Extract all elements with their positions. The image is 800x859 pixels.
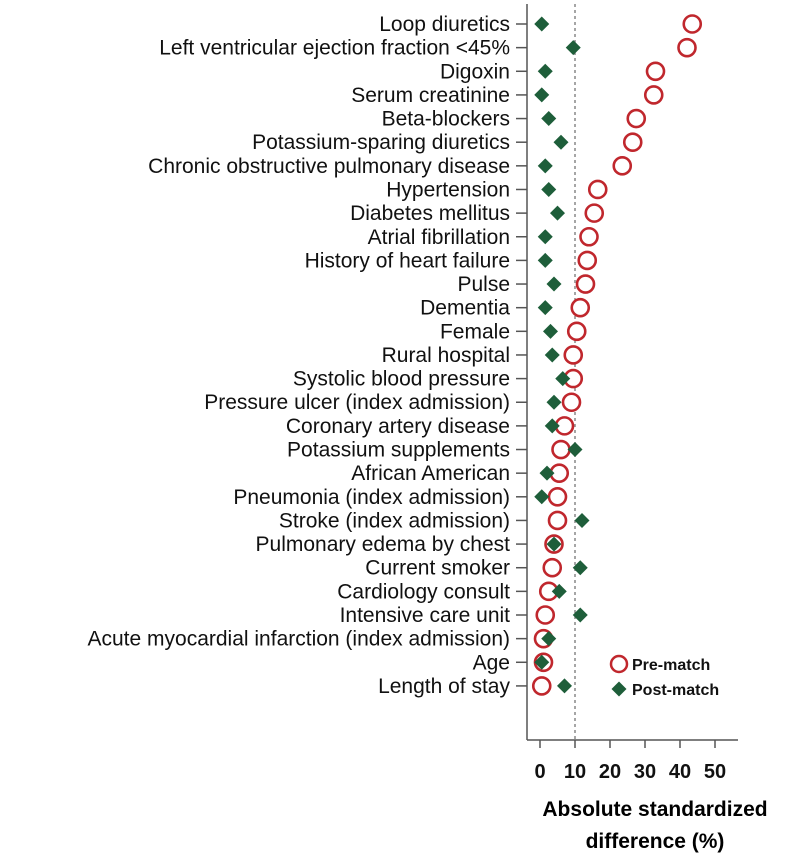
category-label: Left ventricular ejection fraction <45% — [159, 37, 510, 60]
pre-match-point — [547, 510, 568, 531]
category-label: Cardiology consult — [337, 580, 510, 603]
post-match-point — [557, 678, 572, 694]
post-match-point — [546, 276, 562, 292]
category-label: Length of stay — [378, 675, 510, 698]
legend-post-match-marker — [611, 681, 627, 697]
pre-match-point — [626, 108, 647, 129]
post-match-point — [541, 631, 557, 647]
pre-match-point — [645, 61, 666, 82]
x-tick-label: 40 — [669, 761, 691, 783]
post-match-point — [565, 40, 581, 56]
post-match-point — [537, 63, 553, 79]
pre-match-point — [547, 486, 568, 507]
post-match-point — [534, 87, 550, 103]
post-match-point — [567, 442, 583, 458]
post-match-point — [541, 181, 557, 197]
post-match-point — [543, 323, 558, 339]
category-label: Systolic blood pressure — [293, 368, 510, 391]
category-label: Beta-blockers — [382, 108, 510, 131]
pre-match-point — [677, 37, 697, 58]
post-match-point — [572, 560, 588, 576]
category-label: Digoxin — [440, 60, 510, 83]
category-label: Pressure ulcer (index admission) — [204, 391, 510, 414]
category-label: Pulmonary edema by chest — [256, 533, 511, 556]
x-axis-title-line-2: difference (%) — [586, 830, 725, 853]
pre-match-point — [566, 321, 587, 342]
post-match-point — [550, 205, 565, 221]
pre-match-point — [587, 179, 608, 200]
post-match-point — [546, 536, 562, 552]
legend: Pre-match Post-match — [609, 654, 719, 699]
pre-match-point — [551, 439, 571, 460]
x-tick-label: 0 — [534, 761, 545, 783]
category-label: Stroke (index admission) — [279, 509, 510, 532]
post-match-point — [574, 512, 590, 528]
post-match-point — [546, 394, 562, 410]
pre-match-point — [612, 156, 633, 176]
x-axis-title: Absolute standardized difference (%) — [542, 798, 767, 853]
pre-match-point — [563, 345, 584, 365]
category-label: Dementia — [420, 297, 510, 320]
post-match-point — [537, 300, 553, 316]
post-match-point — [553, 134, 569, 150]
category-label: Age — [473, 651, 510, 674]
post-match-point — [544, 347, 560, 363]
post-match-point — [534, 489, 550, 505]
legend-post-match-label: Post-match — [632, 682, 719, 699]
legend-pre-match-label: Pre-match — [632, 657, 710, 674]
pre-match-point — [643, 85, 664, 105]
pre-match-point — [577, 250, 598, 271]
pre-match-point — [570, 297, 591, 318]
post-match-point — [534, 16, 550, 32]
pre-match-point — [584, 203, 605, 223]
category-label: Coronary artery disease — [286, 415, 510, 438]
post-match-point — [572, 607, 588, 623]
pre-match-point — [682, 14, 703, 34]
category-label: History of heart failure — [305, 249, 510, 272]
post-match-point — [555, 371, 571, 387]
x-axis-title-line-1: Absolute standardized — [542, 798, 767, 821]
post-match-point — [539, 465, 555, 481]
pre-match-point — [622, 132, 643, 152]
category-label: Current smoker — [365, 557, 510, 580]
category-label: Loop diuretics — [379, 13, 510, 36]
x-tick-label: 50 — [704, 761, 726, 783]
category-label: Hypertension — [386, 178, 510, 201]
post-match-point — [537, 158, 553, 174]
pre-match-point — [535, 605, 556, 625]
pre-match-point — [531, 676, 552, 696]
category-label: Serum creatinine — [351, 84, 510, 107]
x-ticks: 0 10 20 30 40 50 — [534, 740, 726, 783]
post-match-point — [534, 654, 550, 670]
category-label: Rural hospital — [382, 344, 510, 367]
category-label: Intensive care unit — [340, 604, 511, 627]
pre-match-point — [542, 557, 563, 578]
y-ticks — [516, 23, 527, 687]
category-label: Atrial fibrillation — [368, 226, 510, 249]
x-tick-label: 10 — [564, 761, 586, 783]
post-match-point — [537, 229, 553, 245]
category-label: Potassium-sparing diuretics — [252, 131, 510, 154]
legend-pre-match-marker — [609, 654, 629, 674]
pre-match-point — [575, 274, 596, 294]
x-tick-label: 20 — [599, 761, 621, 783]
category-label: Diabetes mellitus — [350, 202, 510, 225]
data-marks — [531, 14, 703, 696]
category-label: Female — [440, 320, 510, 343]
post-match-point — [541, 111, 557, 127]
category-label: Potassium supplements — [287, 439, 510, 462]
x-tick-label: 30 — [634, 761, 656, 783]
pre-match-point — [579, 226, 599, 247]
pre-match-point — [561, 392, 582, 413]
category-label: Pulse — [457, 273, 510, 296]
post-match-point — [551, 583, 567, 599]
post-match-point — [537, 252, 553, 268]
category-label: African American — [351, 462, 510, 485]
category-label: Chronic obstructive pulmonary disease — [148, 155, 510, 178]
category-label: Pneumonia (index admission) — [233, 486, 510, 509]
category-label: Acute myocardial infarction (index admis… — [87, 628, 510, 651]
post-match-point — [544, 418, 560, 434]
